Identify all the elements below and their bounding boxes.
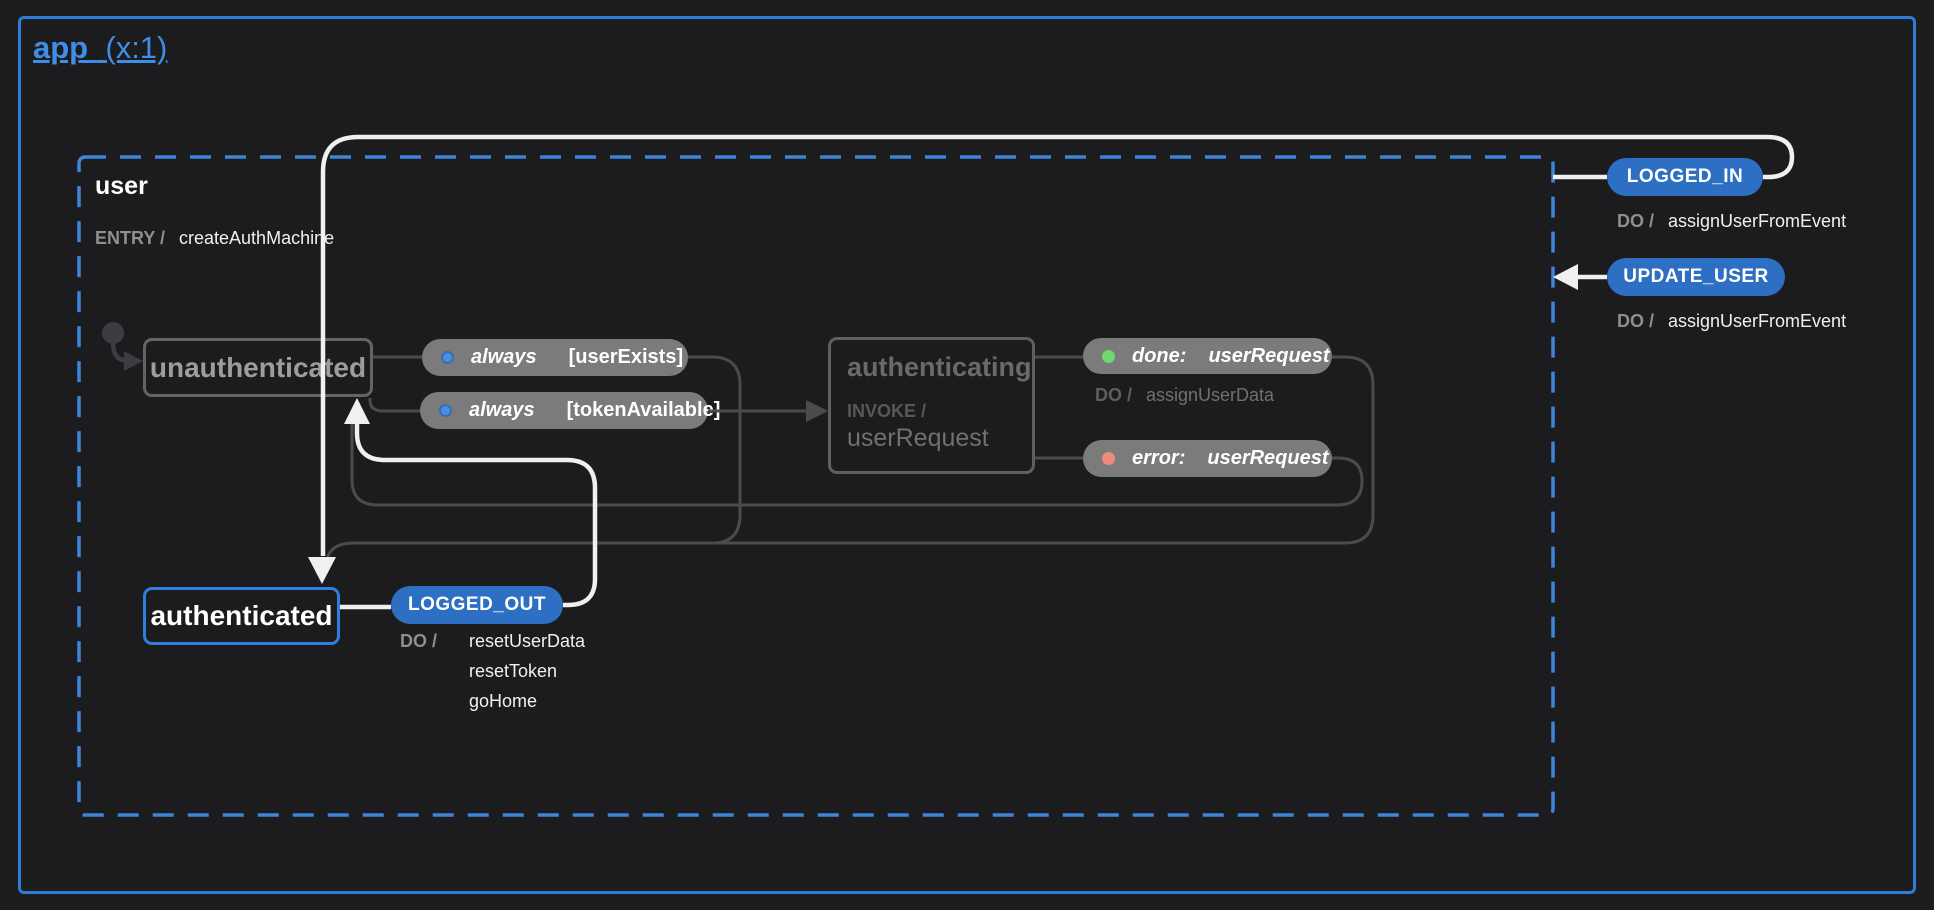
do-action-value: resetToken — [469, 661, 558, 681]
done-dot-icon — [1102, 349, 1115, 363]
transition-event-label: done: — [1132, 344, 1187, 367]
guard-dot-icon — [439, 404, 452, 417]
logged-in-action-row: DO / assignUserFromEvent — [1617, 211, 1846, 232]
error-dot-icon — [1102, 452, 1115, 465]
guard-dot-icon — [441, 351, 454, 364]
event-label: UPDATE_USER — [1623, 266, 1769, 287]
transition-source-label: userRequest — [1208, 344, 1330, 367]
event-label: LOGGED_OUT — [407, 594, 546, 615]
invoke-source: userRequest — [847, 424, 989, 452]
state-unauthenticated[interactable]: unauthenticated — [143, 338, 373, 397]
do-action-value: assignUserData — [1146, 385, 1275, 405]
transition-source-label: userRequest — [1207, 447, 1329, 469]
entry-label: ENTRY / — [95, 228, 166, 248]
app-title-text: app — [33, 30, 89, 65]
invoke-label: INVOKE / — [847, 401, 927, 421]
user-machine-title[interactable]: user — [95, 172, 148, 200]
transition-event-label: always — [469, 399, 535, 421]
state-authenticating-label: authenticating — [847, 352, 1032, 382]
entry-action-value: createAuthMachine — [179, 228, 335, 248]
app-machine-link[interactable]: app (x:1) — [33, 30, 167, 66]
state-authenticating[interactable]: authenticating INVOKE / userRequest — [828, 337, 1035, 474]
event-pill-update-user[interactable]: UPDATE_USER — [1607, 258, 1785, 296]
event-pill-logged-in[interactable]: LOGGED_IN — [1607, 158, 1763, 196]
state-authenticated[interactable]: authenticated — [143, 587, 340, 645]
app-count-badge: (x:1) — [105, 30, 168, 65]
do-action-value: goHome — [469, 691, 538, 711]
transition-pill-error[interactable]: error: userRequest — [1083, 440, 1332, 477]
app-machine-border — [18, 16, 1916, 894]
transition-pill-user-exists[interactable]: always [userExists] — [422, 339, 688, 376]
do-action-value: assignUserFromEvent — [1668, 311, 1847, 331]
transition-guard-label: [tokenAvailable] — [566, 399, 721, 421]
do-label: DO / — [1617, 311, 1655, 331]
do-action-value: resetUserData — [469, 631, 586, 651]
update-user-action-row: DO / assignUserFromEvent — [1617, 311, 1846, 332]
transition-event-label: error: — [1132, 447, 1186, 469]
state-unauthenticated-label: unauthenticated — [149, 351, 367, 383]
transition-event-label: always — [471, 346, 537, 368]
state-authenticated-label: authenticated — [150, 600, 333, 631]
do-label: DO / — [1617, 211, 1655, 231]
do-label: DO / — [1095, 385, 1133, 405]
entry-action-row: ENTRY / createAuthMachine — [95, 228, 334, 249]
transition-guard-label: [userExists] — [568, 346, 684, 368]
event-pill-logged-out[interactable]: LOGGED_OUT — [391, 586, 563, 624]
event-label: LOGGED_IN — [1626, 166, 1744, 187]
transition-pill-token-available[interactable]: always [tokenAvailable] — [420, 392, 720, 429]
do-action-value: assignUserFromEvent — [1668, 211, 1847, 231]
done-action-row: DO / assignUserData — [1095, 385, 1274, 406]
logged-out-actions: DO / resetUserData resetToken goHome — [400, 631, 585, 712]
do-label: DO / — [400, 631, 438, 651]
transition-pill-done[interactable]: done: userRequest — [1083, 338, 1332, 374]
